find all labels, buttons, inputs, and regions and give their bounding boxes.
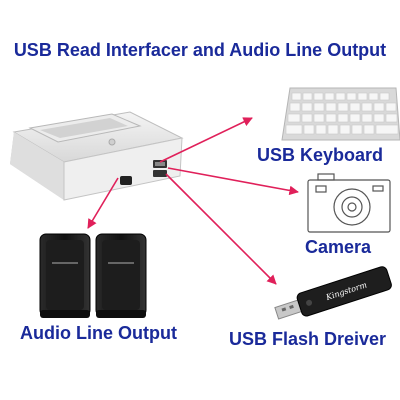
camera-icon (307, 173, 391, 233)
arrow-to-camera (167, 167, 299, 196)
dock-icon (10, 111, 184, 201)
speakers-icon (39, 233, 147, 318)
keyboard-label: USB Keyboard (257, 145, 384, 165)
arrow-to-speakers (87, 177, 119, 229)
page-title: USB Read Interfacer and Audio Line Outpu… (13, 40, 387, 60)
connection-arrows (87, 117, 299, 285)
usb-flash-drive-label: USB Flash Dreiver (229, 329, 387, 349)
arrow-to-keyboard (159, 117, 253, 163)
camera-label: Camera (305, 237, 372, 257)
keyboard-icon (281, 87, 400, 141)
audio-line-output-label: Audio Line Output (20, 323, 177, 343)
usb-flash-drive-icon: Kingstorm (274, 266, 392, 320)
arrow-to-flash (165, 173, 277, 285)
